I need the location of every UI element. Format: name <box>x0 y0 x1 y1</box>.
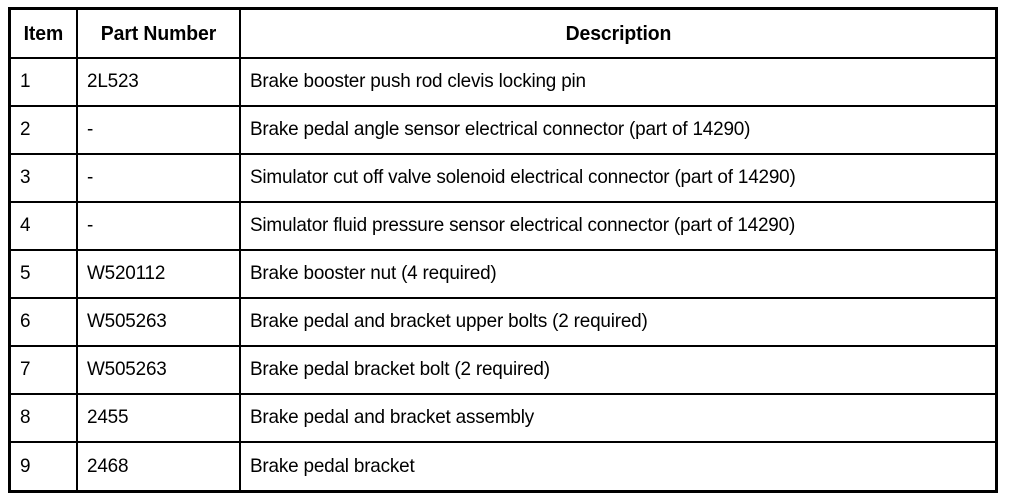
cell-description: Brake pedal bracket <box>240 442 995 490</box>
cell-part-number-value: - <box>87 214 94 237</box>
cell-description-value: Brake booster push rod clevis locking pi… <box>250 70 586 93</box>
cell-item-value: 8 <box>20 406 31 429</box>
cell-description-value: Simulator cut off valve solenoid electri… <box>250 166 796 189</box>
cell-part-number: 2455 <box>77 394 241 443</box>
table-row: 7 W505263 Brake pedal bracket bolt (2 re… <box>11 346 995 395</box>
cell-description: Brake booster push rod clevis locking pi… <box>240 58 995 107</box>
cell-item-value: 1 <box>20 70 31 93</box>
cell-part-number-value: W505263 <box>87 358 167 381</box>
table-row: 9 2468 Brake pedal bracket <box>11 442 995 490</box>
table-row: 6 W505263 Brake pedal and bracket upper … <box>11 298 995 347</box>
cell-description-value: Brake pedal and bracket assembly <box>250 406 534 429</box>
cell-part-number: 2L523 <box>77 58 241 107</box>
cell-description-value: Brake pedal bracket bolt (2 required) <box>250 358 550 381</box>
cell-part-number: W520112 <box>77 250 241 299</box>
cell-part-number-value: - <box>87 166 94 189</box>
table-header: Item Part Number Description <box>11 10 995 59</box>
cell-item: 8 <box>11 394 78 443</box>
cell-part-number: - <box>77 202 241 251</box>
cell-part-number: W505263 <box>77 298 241 347</box>
table-row: 4 - Simulator fluid pressure sensor elec… <box>11 202 995 251</box>
column-header-description: Description <box>240 10 995 59</box>
cell-item: 6 <box>11 298 78 347</box>
cell-part-number: - <box>77 154 241 203</box>
table-row: 3 - Simulator cut off valve solenoid ele… <box>11 154 995 203</box>
cell-item-value: 5 <box>20 262 31 285</box>
column-header-description-label: Description <box>565 22 671 45</box>
cell-part-number: W505263 <box>77 346 241 395</box>
cell-item: 5 <box>11 250 78 299</box>
cell-item-value: 9 <box>20 454 31 477</box>
cell-item: 3 <box>11 154 78 203</box>
cell-description-value: Brake pedal and bracket upper bolts (2 r… <box>250 310 648 333</box>
cell-part-number-value: 2468 <box>87 454 129 477</box>
cell-description-value: Simulator fluid pressure sensor electric… <box>250 214 796 237</box>
table-body: 1 2L523 Brake booster push rod clevis lo… <box>11 58 995 490</box>
cell-description: Brake pedal bracket bolt (2 required) <box>240 346 995 395</box>
cell-item: 7 <box>11 346 78 395</box>
cell-part-number: 2468 <box>77 442 241 490</box>
table-row: 2 - Brake pedal angle sensor electrical … <box>11 106 995 155</box>
cell-description-value: Brake pedal bracket <box>250 454 415 477</box>
column-header-part-number: Part Number <box>77 10 241 59</box>
cell-item-value: 3 <box>20 166 31 189</box>
table-header-row: Item Part Number Description <box>11 10 995 59</box>
cell-item-value: 6 <box>20 310 31 333</box>
parts-table: Item Part Number Description 1 <box>11 10 995 490</box>
column-header-item: Item <box>11 10 78 59</box>
cell-part-number-value: W520112 <box>87 262 166 285</box>
cell-item: 4 <box>11 202 78 251</box>
cell-part-number-value: W505263 <box>87 310 167 333</box>
cell-description-value: Brake pedal angle sensor electrical conn… <box>250 118 751 141</box>
cell-description-value: Brake booster nut (4 required) <box>250 262 497 285</box>
cell-part-number-value: 2L523 <box>87 70 139 93</box>
cell-description: Brake pedal and bracket upper bolts (2 r… <box>240 298 995 347</box>
cell-part-number: - <box>77 106 241 155</box>
cell-item-value: 4 <box>20 214 31 237</box>
column-header-item-label: Item <box>23 22 64 45</box>
table-row: 1 2L523 Brake booster push rod clevis lo… <box>11 58 995 107</box>
cell-description: Brake pedal angle sensor electrical conn… <box>240 106 995 155</box>
table-row: 5 W520112 Brake booster nut (4 required) <box>11 250 995 299</box>
parts-table-container: Item Part Number Description 1 <box>8 7 998 493</box>
cell-description: Brake booster nut (4 required) <box>240 250 995 299</box>
cell-item: 2 <box>11 106 78 155</box>
cell-item: 9 <box>11 442 78 490</box>
cell-item-value: 2 <box>20 118 31 141</box>
cell-item: 1 <box>11 58 78 107</box>
column-header-part-number-label: Part Number <box>100 22 217 45</box>
table-row: 8 2455 Brake pedal and bracket assembly <box>11 394 995 443</box>
cell-description: Simulator fluid pressure sensor electric… <box>240 202 995 251</box>
cell-part-number-value: 2455 <box>87 406 129 429</box>
cell-part-number-value: - <box>87 118 94 141</box>
cell-description: Brake pedal and bracket assembly <box>240 394 995 443</box>
cell-item-value: 7 <box>20 358 31 381</box>
cell-description: Simulator cut off valve solenoid electri… <box>240 154 995 203</box>
